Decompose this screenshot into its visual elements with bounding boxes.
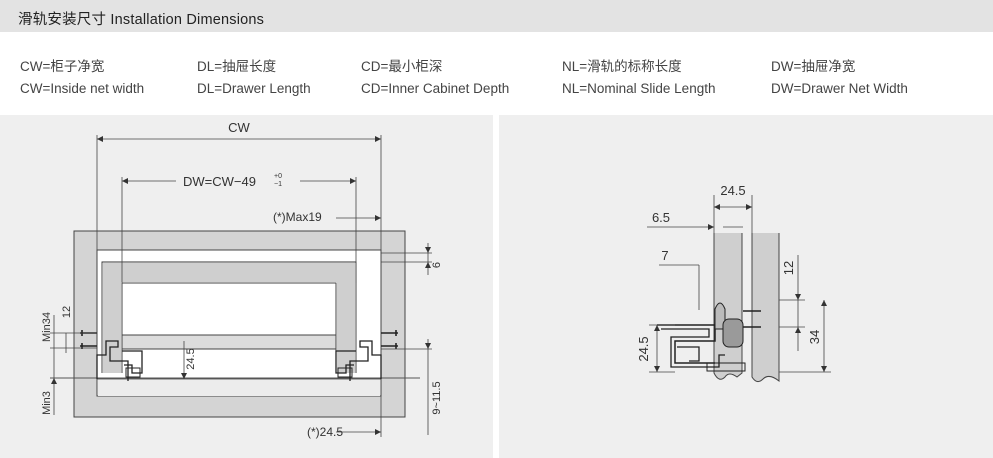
dim-6-label: 6: [431, 262, 443, 268]
min34-label: Min34: [41, 312, 53, 342]
dim-12-label: 12: [61, 306, 73, 318]
legend-zh: NL=滑轨的标称长度: [562, 59, 682, 74]
cw-label: CW: [228, 120, 250, 135]
dim-24-5-label: 24.5: [185, 348, 197, 369]
legend-en: DW=Drawer Net Width: [771, 81, 908, 96]
star-24-5-label: (*)24.5: [307, 425, 343, 439]
page-title: 滑轨安装尺寸 Installation Dimensions: [18, 12, 265, 28]
legend-item-cd: CD=最小柜深 CD=Inner Cabinet Depth: [361, 56, 509, 100]
detail-dim-12: 12: [781, 261, 796, 275]
legend-en: DL=Drawer Length: [197, 81, 311, 96]
legend-item-dl: DL=抽屉长度 DL=Drawer Length: [197, 56, 311, 100]
legend-item-cw: CW=柜子净宽 CW=Inside net width: [20, 56, 144, 100]
legend-zh: CW=柜子净宽: [20, 59, 105, 74]
legend-zh: DL=抽屉长度: [197, 59, 277, 74]
max19-label: (*)Max19: [273, 210, 322, 224]
detail-dim-24-5-top: 24.5: [720, 183, 745, 198]
dw-label: DW=CW−49: [183, 174, 256, 189]
legend-zh: DW=抽屉净宽: [771, 59, 856, 74]
dw-tolerance-top: +0: [274, 173, 282, 180]
legend-zh: CD=最小柜深: [361, 59, 443, 74]
min3-label: Min3: [41, 391, 53, 415]
detail-view-drawing: 24.5 6.5 7 12 24.5 34: [636, 183, 831, 383]
legend-en: NL=Nominal Slide Length: [562, 81, 716, 96]
title-bar: 滑轨安装尺寸 Installation Dimensions: [0, 0, 993, 32]
front-view-panel: CW DW=CW−49 +0 −1 (*)Max19 6 Min34 12 24…: [0, 115, 493, 458]
legend-en: CD=Inner Cabinet Depth: [361, 81, 510, 96]
detail-dim-6-5: 6.5: [652, 210, 670, 225]
dw-tolerance-bottom: −1: [274, 181, 282, 188]
detail-dim-24-5-left: 24.5: [636, 336, 651, 361]
legend-en: CW=Inside net width: [20, 81, 145, 96]
detail-dim-7: 7: [661, 248, 668, 263]
detail-view-panel: 24.5 6.5 7 12 24.5 34: [499, 115, 993, 458]
front-view-drawing: CW DW=CW−49 +0 −1 (*)Max19 6 Min34 12 24…: [41, 120, 443, 439]
legend-item-nl: NL=滑轨的标称长度 NL=Nominal Slide Length: [562, 56, 715, 100]
detail-dim-34: 34: [807, 330, 822, 344]
dim-9-11-5-label: 9~11.5: [431, 381, 443, 414]
legend-item-dw: DW=抽屉净宽 DW=Drawer Net Width: [771, 56, 908, 100]
